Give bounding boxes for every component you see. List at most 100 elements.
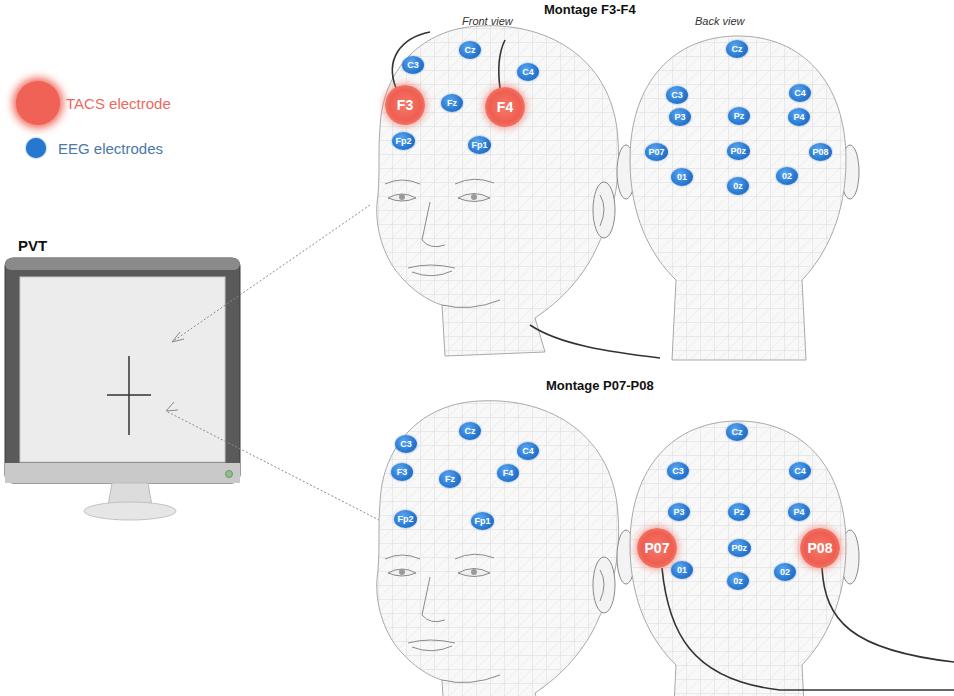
electrode-label: 0z bbox=[733, 577, 743, 586]
electrode-label: F4 bbox=[497, 100, 513, 114]
illustration-part bbox=[385, 179, 615, 307]
electrode-label: C3 bbox=[400, 440, 412, 449]
illustration-part bbox=[377, 26, 619, 356]
electrode-label: C3 bbox=[671, 91, 683, 100]
illustration-part bbox=[630, 421, 846, 696]
tacs-electrode: P08 bbox=[800, 528, 840, 568]
eeg-electrode: P0z bbox=[727, 142, 750, 160]
electrode-label: F4 bbox=[503, 469, 514, 478]
eeg-electrode: Fp2 bbox=[392, 132, 415, 150]
electrode-label: Cz bbox=[732, 45, 743, 54]
electrode-label: Fp2 bbox=[398, 515, 414, 524]
eeg-electrode: Pz bbox=[728, 107, 750, 125]
electrode-label: P08 bbox=[808, 541, 833, 555]
electrode-label: F3 bbox=[397, 468, 408, 477]
eeg-electrode: 0z bbox=[727, 177, 749, 195]
illustration-part bbox=[5, 258, 240, 270]
electrode-label: P0z bbox=[732, 544, 748, 553]
head-front bbox=[377, 26, 619, 356]
electrode-label: Fp2 bbox=[396, 137, 412, 146]
eeg-electrode: 02 bbox=[776, 167, 798, 185]
electrode-label: P07 bbox=[649, 148, 665, 157]
monitor bbox=[5, 258, 240, 520]
illustration-part bbox=[385, 554, 615, 682]
eeg-electrode: Fz bbox=[439, 470, 461, 488]
illustration-part bbox=[5, 463, 240, 483]
illustration-part bbox=[630, 421, 846, 696]
eeg-electrode: Fp1 bbox=[471, 512, 494, 530]
electrode-label: 02 bbox=[782, 172, 792, 181]
legend-text: TACS electrode bbox=[66, 95, 171, 112]
electrode-label: Fz bbox=[445, 475, 455, 484]
eeg-electrode: P08 bbox=[809, 143, 832, 161]
eeg-electrode: C4 bbox=[789, 462, 811, 480]
electrode-label: Cz bbox=[465, 46, 476, 55]
eeg-electrode: P0z bbox=[728, 539, 751, 557]
illustration-part bbox=[530, 325, 660, 358]
eeg-electrode: Cz bbox=[726, 423, 748, 441]
illustration-part bbox=[84, 502, 176, 520]
eeg-electrode: F3 bbox=[391, 463, 413, 481]
legend-swatch bbox=[16, 81, 60, 125]
illustration-part bbox=[377, 401, 619, 696]
head-front bbox=[377, 401, 619, 696]
stimulation-wire bbox=[392, 32, 954, 690]
eeg-electrode: 0z bbox=[727, 572, 749, 590]
electrode-label: C4 bbox=[794, 467, 806, 476]
eeg-electrode: Fp2 bbox=[394, 510, 417, 528]
electrode-label: Cz bbox=[465, 427, 476, 436]
eeg-electrode: P4 bbox=[788, 503, 810, 521]
view-caption: Back view bbox=[695, 15, 745, 27]
tacs-electrode: P07 bbox=[637, 528, 677, 568]
illustration-part bbox=[630, 36, 846, 360]
electrode-label: C4 bbox=[522, 447, 534, 456]
eeg-electrode: 02 bbox=[774, 563, 796, 581]
pointer-line bbox=[166, 205, 383, 522]
electrode-label: P4 bbox=[793, 508, 804, 517]
task-label: PVT bbox=[18, 237, 47, 254]
eeg-electrode: P07 bbox=[645, 143, 668, 161]
illustration-part bbox=[392, 32, 430, 88]
eeg-electrode: 01 bbox=[671, 561, 693, 579]
electrode-label: Cz bbox=[732, 428, 743, 437]
electrode-label: 02 bbox=[780, 568, 790, 577]
view-caption: Front view bbox=[462, 15, 513, 27]
illustration-part bbox=[172, 332, 184, 342]
legend-swatch bbox=[26, 138, 46, 158]
illustration-part bbox=[226, 471, 233, 478]
illustration-part bbox=[377, 26, 619, 356]
eeg-electrode: C3 bbox=[395, 435, 417, 453]
electrode-label: P4 bbox=[793, 113, 804, 122]
eeg-electrode: F4 bbox=[497, 464, 519, 482]
electrode-label: C4 bbox=[794, 89, 806, 98]
illustration-part bbox=[822, 568, 954, 662]
electrode-label: F3 bbox=[397, 98, 413, 112]
legend-text: EEG electrodes bbox=[58, 140, 163, 157]
electrode-label: P07 bbox=[645, 541, 670, 555]
electrode-label: P3 bbox=[674, 113, 685, 122]
electrode-label: 01 bbox=[677, 566, 687, 575]
eeg-electrode: Cz bbox=[459, 41, 481, 59]
tacs-electrode: F3 bbox=[385, 85, 425, 125]
eeg-electrode: Cz bbox=[726, 40, 748, 58]
eeg-electrode: C3 bbox=[402, 56, 424, 74]
electrode-label: 0z bbox=[733, 182, 743, 191]
illustration-part bbox=[662, 568, 954, 690]
electrode-label: P0z bbox=[731, 147, 747, 156]
electrode-label: Fp1 bbox=[475, 517, 491, 526]
illustration-part bbox=[166, 411, 383, 522]
electrode-label: P3 bbox=[673, 508, 684, 517]
illustration-part bbox=[377, 401, 619, 696]
eeg-electrode: C3 bbox=[667, 462, 689, 480]
eeg-electrode: Fp1 bbox=[468, 136, 491, 154]
eeg-electrode: P4 bbox=[788, 108, 810, 126]
panel-title: Montage F3-F4 bbox=[544, 2, 636, 17]
eeg-electrode: C3 bbox=[666, 86, 688, 104]
eeg-electrode: C4 bbox=[789, 84, 811, 102]
illustration-part bbox=[172, 205, 370, 342]
electrode-label: C3 bbox=[407, 61, 419, 70]
eeg-electrode: P3 bbox=[668, 503, 690, 521]
illustration-part bbox=[20, 277, 225, 462]
eeg-electrode: C4 bbox=[517, 442, 539, 460]
